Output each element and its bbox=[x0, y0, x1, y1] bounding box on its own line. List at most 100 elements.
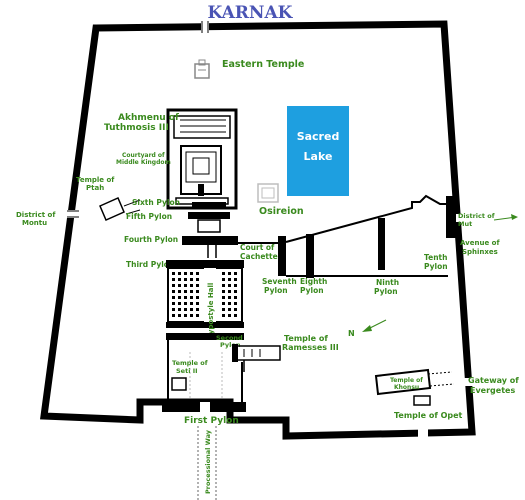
label-temple-seti-2: Seti II bbox=[176, 367, 198, 375]
label-ninth-pylon-2: Pylon bbox=[374, 287, 398, 296]
hypostyle-column bbox=[172, 278, 175, 281]
hypostyle-column bbox=[196, 308, 199, 311]
hypostyle-column bbox=[178, 296, 181, 299]
hypostyle-column bbox=[222, 290, 225, 293]
arrow-to-mut bbox=[493, 214, 518, 221]
hypostyle-column bbox=[190, 290, 193, 293]
hypostyle-columns bbox=[172, 272, 237, 317]
hypostyle-column bbox=[228, 278, 231, 281]
hypostyle-column bbox=[222, 284, 225, 287]
label-temple-ramesses-1: Temple of bbox=[284, 334, 328, 343]
hypostyle-column bbox=[184, 290, 187, 293]
label-second-pylon-1: Second bbox=[216, 334, 243, 342]
hypostyle-column bbox=[184, 302, 187, 305]
hypostyle-column bbox=[234, 308, 237, 311]
label-district-mut-2: Mut bbox=[458, 220, 472, 228]
label-district-mut-1: District of bbox=[458, 212, 495, 220]
hypostyle-column bbox=[196, 284, 199, 287]
label-district-montu-1: District of bbox=[16, 211, 56, 219]
hypostyle-column bbox=[184, 296, 187, 299]
hypostyle-column bbox=[228, 284, 231, 287]
hypostyle-column bbox=[196, 302, 199, 305]
evergetes-gate bbox=[462, 378, 474, 386]
hypostyle-column bbox=[172, 302, 175, 305]
label-courtyard-2: Middle Kingdom bbox=[116, 159, 171, 166]
mut-gate bbox=[453, 214, 465, 222]
hypostyle-column bbox=[196, 290, 199, 293]
label-fifth-pylon: Fifth Pylon bbox=[126, 212, 172, 221]
label-temple-seti-1: Temple of bbox=[172, 359, 208, 367]
hypostyle-column bbox=[178, 314, 181, 317]
label-avenue-sphinxes-1: Avenue of bbox=[460, 239, 500, 247]
label-osireion: Osireion bbox=[259, 206, 304, 217]
hypostyle-column bbox=[190, 278, 193, 281]
east-gate bbox=[201, 21, 209, 33]
sacred-lake bbox=[287, 106, 349, 196]
hypostyle-column bbox=[178, 278, 181, 281]
label-court-cachette-1: Court of bbox=[240, 243, 275, 252]
label-tenth-pylon-1: Tenth bbox=[424, 253, 447, 262]
hypostyle-column bbox=[172, 290, 175, 293]
label-seventh-pylon-1: Seventh bbox=[262, 277, 297, 286]
hypostyle-column bbox=[184, 308, 187, 311]
hypostyle-column bbox=[190, 314, 193, 317]
label-temple-opet: Temple of Opet bbox=[394, 411, 463, 420]
second-pylon bbox=[166, 333, 244, 340]
osireion-structure bbox=[257, 183, 279, 203]
label-sixth-pylon: Sixth Pylon bbox=[132, 198, 180, 207]
label-temple-ramesses-2: Ramesses III bbox=[282, 343, 339, 352]
hypostyle-column bbox=[228, 296, 231, 299]
label-third-pylon: Third Pylon bbox=[126, 260, 174, 269]
label-eighth-pylon-2: Pylon bbox=[300, 286, 324, 295]
hypostyle-column bbox=[172, 284, 175, 287]
north-label: N bbox=[348, 329, 355, 338]
hypostyle-hall bbox=[166, 260, 244, 340]
hypostyle-column bbox=[228, 308, 231, 311]
hypostyle-column bbox=[190, 284, 193, 287]
label-fourth-pylon: Fourth Pylon bbox=[124, 235, 178, 244]
label-sacred-lake-2: Lake bbox=[304, 150, 333, 163]
hypostyle-column bbox=[234, 278, 237, 281]
hypostyle-column bbox=[222, 314, 225, 317]
hypostyle-column bbox=[184, 284, 187, 287]
label-court-cachette-2: Cachette bbox=[240, 252, 278, 261]
label-seventh-pylon-2: Pylon bbox=[264, 286, 288, 295]
hypostyle-column bbox=[178, 284, 181, 287]
eastern-temple-structure bbox=[194, 59, 210, 79]
southern-axis bbox=[237, 194, 456, 300]
label-temple-khonsu-1: Temple of bbox=[390, 377, 423, 384]
hypostyle-column bbox=[172, 296, 175, 299]
hypostyle-column bbox=[228, 302, 231, 305]
label-avenue-sphinxes-2: Sphinxes bbox=[462, 248, 498, 256]
label-akhmenu-1: Akhmenu of bbox=[118, 113, 179, 123]
temple-of-seti-ii bbox=[171, 377, 187, 391]
hypostyle-column bbox=[222, 296, 225, 299]
montu-gate bbox=[67, 210, 79, 218]
akhmenu-complex bbox=[166, 108, 238, 210]
hypostyle-column bbox=[196, 314, 199, 317]
hypostyle-column bbox=[190, 308, 193, 311]
label-temple-ptah-1: Temple of bbox=[76, 176, 115, 184]
hypostyle-column bbox=[196, 272, 199, 275]
hypostyle-column bbox=[222, 272, 225, 275]
hypostyle-column bbox=[228, 290, 231, 293]
hypostyle-column bbox=[172, 272, 175, 275]
label-second-pylon-2: Pylon bbox=[220, 341, 241, 349]
hypostyle-column bbox=[178, 302, 181, 305]
hypostyle-column bbox=[196, 278, 199, 281]
label-district-montu-2: Montu bbox=[22, 219, 47, 227]
hypostyle-column bbox=[234, 272, 237, 275]
label-courtyard-1: Courtyard of bbox=[122, 152, 165, 159]
hypostyle-column bbox=[234, 284, 237, 287]
label-gateway-evergetes-1: Gateway of bbox=[468, 376, 519, 385]
central-pylons bbox=[182, 202, 238, 258]
label-sacred-lake-1: Sacred bbox=[297, 130, 340, 143]
temple-of-khonsu bbox=[374, 368, 455, 396]
hypostyle-column bbox=[228, 314, 231, 317]
hypostyle-column bbox=[234, 296, 237, 299]
hypostyle-column bbox=[178, 290, 181, 293]
label-eighth-pylon-1: Eighth bbox=[300, 277, 327, 286]
hypostyle-column bbox=[190, 272, 193, 275]
hypostyle-column bbox=[184, 314, 187, 317]
processional-way bbox=[197, 426, 217, 500]
